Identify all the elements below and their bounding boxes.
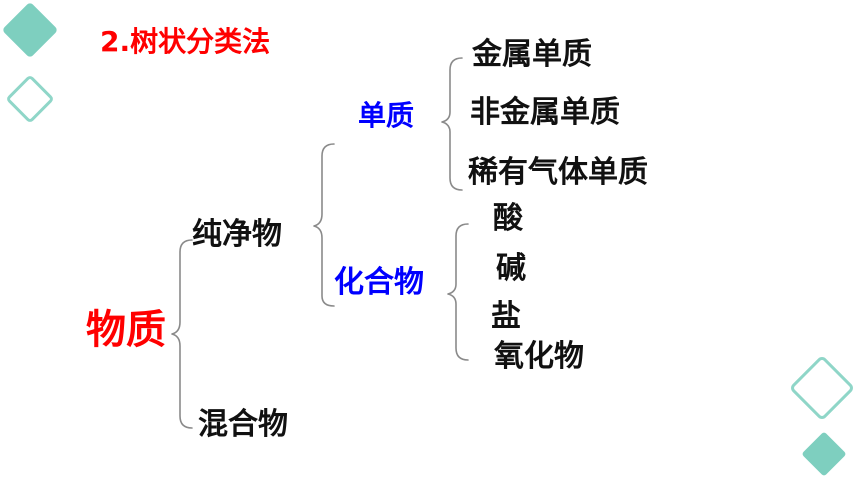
- leaf-acid: 酸: [493, 201, 523, 236]
- node-simple-substance: 单质: [358, 99, 415, 132]
- compound-brace: [447, 223, 469, 361]
- diamond-outline-icon: [791, 357, 853, 419]
- leaf-salt: 盐: [491, 299, 521, 334]
- leaf-noble-gas: 稀有气体单质: [468, 155, 648, 190]
- node-pure-substance: 纯净物: [192, 217, 282, 252]
- diamond-filled-icon: [3, 3, 57, 57]
- leaf-base: 碱: [496, 251, 526, 286]
- leaf-oxide: 氧化物: [494, 339, 584, 374]
- leaf-metal: 金属单质: [472, 37, 592, 72]
- leaf-nonmetal: 非金属单质: [470, 95, 620, 130]
- root-node: 物质: [86, 307, 166, 353]
- simple-brace: [441, 57, 463, 191]
- root-brace: [171, 239, 193, 429]
- diamond-outline-icon: [7, 76, 53, 122]
- node-mixture: 混合物: [198, 407, 288, 442]
- page-title: 2.树状分类法: [100, 25, 271, 58]
- diamond-filled-icon: [802, 432, 846, 476]
- node-compound: 化合物: [334, 265, 424, 300]
- pure-brace: [313, 143, 335, 307]
